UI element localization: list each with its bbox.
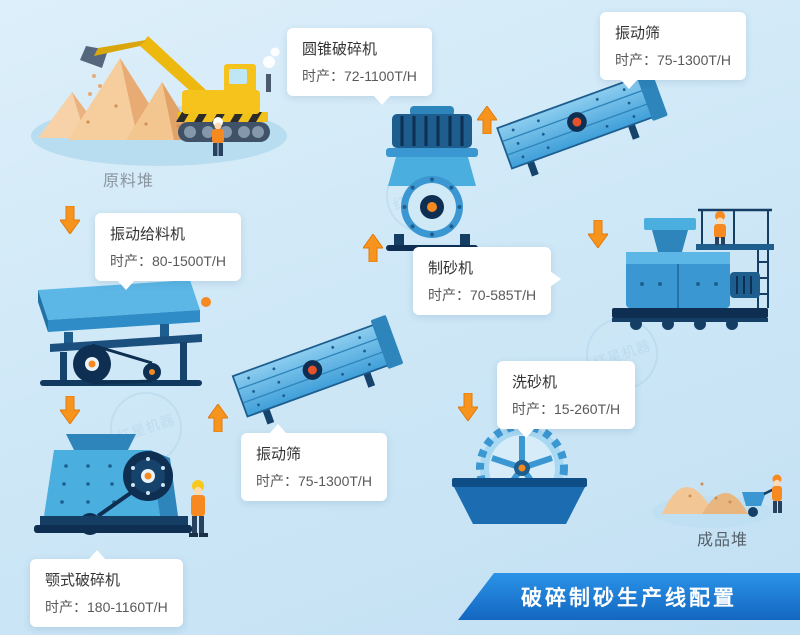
machine-capacity: 时产：75-1300T/H <box>615 52 731 68</box>
vibrating-screen-top-illustration <box>483 53 686 196</box>
callout-pointer <box>550 271 562 287</box>
machine-name: 振动筛 <box>256 446 302 463</box>
sand-maker-illustration <box>602 192 777 342</box>
callout-sand-maker: 制砂机 时产：70-585T/H <box>413 247 562 315</box>
machine-capacity: 时产：75-1300T/H <box>256 473 372 489</box>
callout-feeder: 振动给料机 时产：80-1500T/H <box>95 213 241 290</box>
callout-pointer <box>373 95 391 105</box>
jaw-crusher-illustration <box>32 424 212 552</box>
machine-capacity: 时产：70-585T/H <box>428 287 537 303</box>
raw-material-excavator-illustration <box>28 6 290 168</box>
machine-capacity: 时产：72-1100T/H <box>302 68 417 84</box>
vibrating-feeder-illustration <box>30 276 215 394</box>
callout-washer: 洗砂机 时产：15-260T/H <box>497 361 636 438</box>
machine-name: 圆锥破碎机 <box>302 41 378 58</box>
machine-name: 振动给料机 <box>110 226 186 243</box>
callout-jaw-crusher: 颚式破碎机 时产：180-1160T/H <box>30 550 183 627</box>
page-title: 破碎制砂生产线配置 <box>521 586 737 610</box>
product-pile-illustration <box>650 432 785 532</box>
machine-name: 颚式破碎机 <box>45 572 121 589</box>
machine-capacity: 时产：15-260T/H <box>512 401 621 417</box>
callout-pointer <box>88 550 106 560</box>
callout-pointer <box>117 280 135 290</box>
callout-pointer <box>269 424 287 434</box>
machine-capacity: 时产：180-1160T/H <box>45 599 168 615</box>
callout-pointer <box>620 79 638 89</box>
vibrating-screen-mid-illustration <box>221 302 419 443</box>
machine-name: 制砂机 <box>428 260 474 277</box>
flow-arrow-up-icon <box>477 106 497 134</box>
flow-arrow-down-icon <box>588 220 608 248</box>
machine-name: 洗砂机 <box>512 374 558 391</box>
flow-arrow-down-icon <box>60 206 80 234</box>
flow-arrow-down-icon <box>60 396 80 424</box>
raw-pile-label: 原料堆 <box>103 173 155 190</box>
flow-arrow-up-icon <box>208 404 228 432</box>
callout-cone-crusher: 圆锥破碎机 时产：72-1100T/H <box>287 28 432 105</box>
title-banner: 破碎制砂生产线配置 <box>458 573 800 620</box>
cone-crusher-illustration <box>378 106 486 251</box>
machine-name: 振动筛 <box>615 25 661 42</box>
callout-screen-mid: 振动筛 时产：75-1300T/H <box>241 424 387 501</box>
machine-capacity: 时产：80-1500T/H <box>110 253 226 269</box>
callout-screen-top: 振动筛 时产：75-1300T/H <box>600 12 746 89</box>
product-pile-label: 成品堆 <box>697 532 749 549</box>
flow-arrow-up-icon <box>363 234 383 262</box>
callout-pointer <box>517 428 535 438</box>
sand-washer-illustration <box>452 422 587 527</box>
flow-arrow-down-icon <box>458 393 478 421</box>
